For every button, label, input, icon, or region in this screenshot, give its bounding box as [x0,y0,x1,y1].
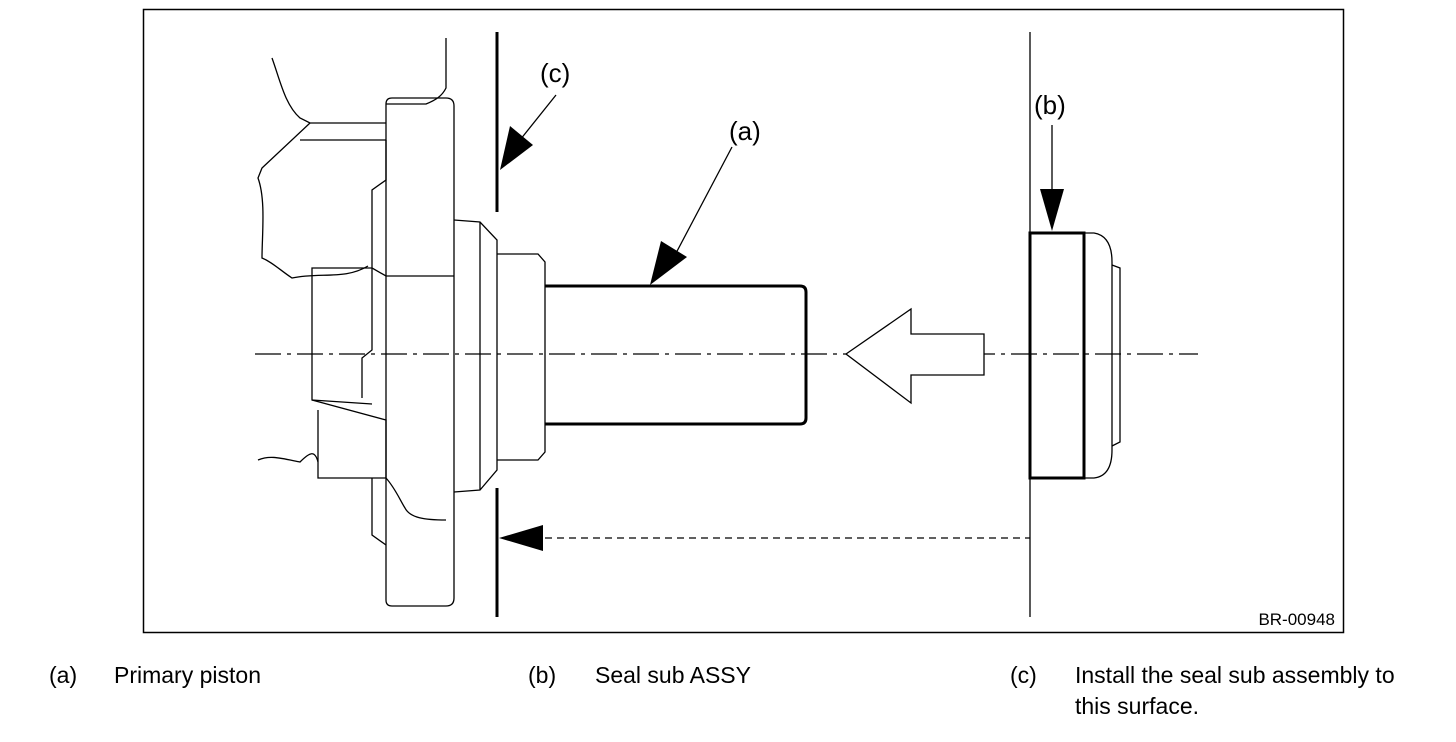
primary-piston-body [311,97,546,607]
callout-label-a: (a) [729,116,761,146]
legend-text-b: Seal sub ASSY [595,662,751,688]
leader-a-arrowhead [650,241,687,285]
leader-c-arrowhead [500,126,533,170]
figure-id-label: BR-00948 [1258,610,1335,629]
piston-rod [545,284,808,426]
technical-diagram: (c) (a) (b) BR-00948 [142,8,1345,634]
legend-key-b: (b) [528,662,557,688]
legend-key-a: (a) [49,662,78,688]
seal-sub-assy [1028,32,1121,617]
legend-text-c-line2: this surface. [1075,693,1199,719]
legend-key-c: (c) [1010,662,1037,688]
legend-text-a: Primary piston [114,662,261,688]
legend-text-c-line1: Install the seal sub assembly to [1075,662,1395,688]
leader-a [674,146,733,256]
install-direction-arrow [844,307,985,405]
transfer-arrowhead [499,525,543,551]
callout-label-c: (c) [540,58,570,88]
callout-label-b: (b) [1034,90,1066,120]
diagram-frame [142,8,1345,634]
leader-b-arrowhead [1040,189,1064,231]
broken-body-outline [257,38,447,546]
leader-c [519,94,557,141]
